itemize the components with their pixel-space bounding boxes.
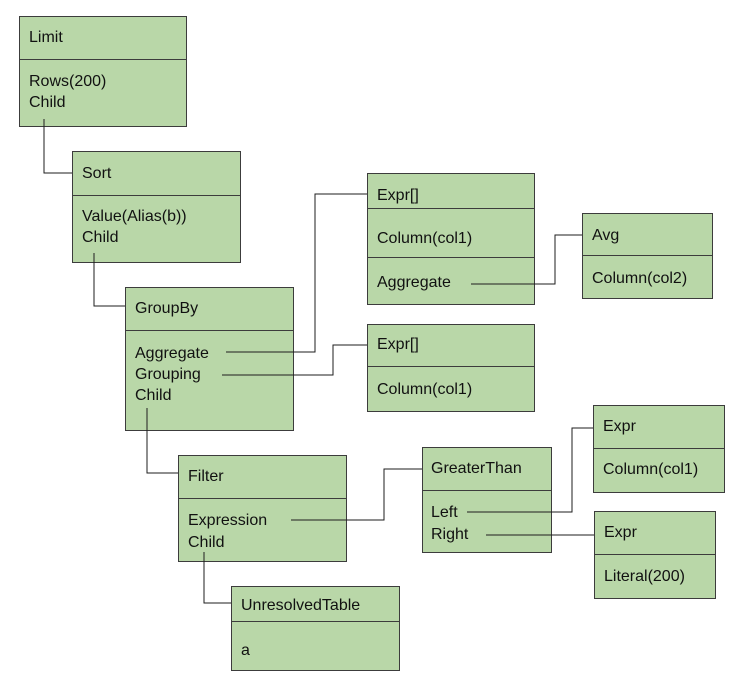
sort-title: Sort — [82, 165, 112, 182]
expr-right-header: Expr — [595, 512, 715, 555]
expr-array-aggregate-column: Column(col1) — [377, 230, 473, 247]
avg-title: Avg — [592, 227, 620, 244]
avg-header: Avg — [583, 214, 712, 256]
expr-array-aggregate-aggregate: Aggregate — [377, 274, 451, 291]
expr-array-aggregate-node: Expr[] Column(col1) Aggregate — [367, 173, 535, 305]
limit-field-rows: Rows(200) — [29, 73, 107, 90]
expr-array-aggregate-title: Expr[] — [377, 187, 419, 204]
expr-right-literal: Literal(200) — [604, 568, 685, 585]
expr-left-header: Expr — [594, 406, 724, 449]
filter-field-expression: Expression — [188, 512, 268, 529]
expr-array-grouping-column: Column(col1) — [377, 381, 473, 398]
greater-than-field-left: Left — [431, 504, 458, 521]
filter-field-child: Child — [188, 534, 225, 551]
greater-than-header: GreaterThan — [423, 448, 551, 491]
greater-than-node: GreaterThan Left Right — [422, 447, 552, 553]
avg-field-column: Column(col2) — [592, 270, 688, 287]
expr-array-grouping-title: Expr[] — [377, 336, 419, 353]
greater-than-title: GreaterThan — [431, 460, 522, 477]
groupby-field-aggregate: Aggregate — [135, 345, 209, 362]
limit-title: Limit — [29, 29, 63, 46]
filter-header: Filter — [179, 456, 346, 499]
filter-node: Filter Expression Child — [178, 455, 347, 562]
expr-array-aggregate-row-1: Column(col1) — [368, 209, 534, 258]
groupby-field-child: Child — [135, 387, 172, 404]
sort-field-child: Child — [82, 229, 119, 246]
expr-array-aggregate-header: Expr[] — [368, 174, 534, 209]
unresolved-table-field-a: a — [241, 642, 250, 659]
groupby-header: GroupBy — [126, 288, 293, 331]
unresolved-table-node: UnresolvedTable a — [231, 586, 400, 671]
limit-field-child: Child — [29, 94, 66, 111]
expr-array-grouping-header: Expr[] — [368, 325, 534, 367]
expr-array-grouping-node: Expr[] Column(col1) — [367, 324, 535, 412]
expr-left-title: Expr — [603, 418, 636, 435]
sort-field-value: Value(Alias(b)) — [82, 208, 187, 225]
groupby-field-grouping: Grouping — [135, 366, 201, 383]
groupby-node: GroupBy Aggregate Grouping Child — [125, 287, 294, 431]
unresolved-table-header: UnresolvedTable — [232, 587, 399, 622]
limit-header: Limit — [20, 17, 186, 60]
filter-title: Filter — [188, 468, 224, 485]
limit-node: Limit Rows(200) Child — [19, 16, 187, 127]
limit-to-sort-connector — [43, 119, 72, 174]
unresolved-table-title: UnresolvedTable — [241, 597, 361, 614]
sort-node: Sort Value(Alias(b)) Child — [72, 151, 241, 263]
expr-right-title: Expr — [604, 524, 637, 541]
expr-left-node: Expr Column(col1) — [593, 405, 725, 493]
expr-right-node: Expr Literal(200) — [594, 511, 716, 599]
greater-than-field-right: Right — [431, 526, 469, 543]
expr-left-column: Column(col1) — [603, 461, 699, 478]
groupby-title: GroupBy — [135, 300, 199, 317]
sort-header: Sort — [73, 152, 240, 196]
avg-node: Avg Column(col2) — [582, 213, 713, 299]
